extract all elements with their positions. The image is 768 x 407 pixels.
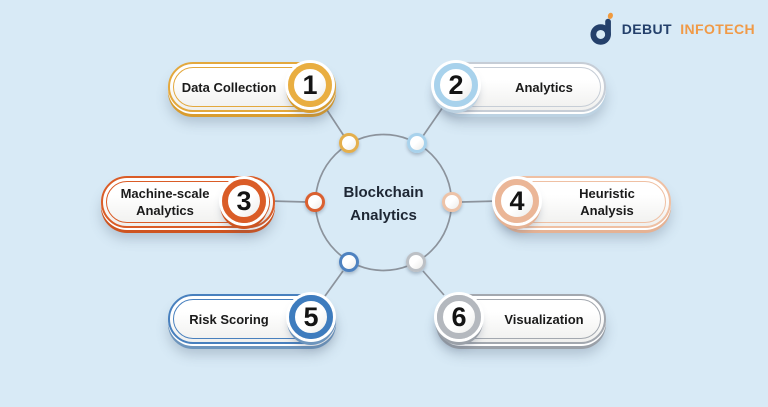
debut-infotech-logo: DEBUT INFOTECH — [590, 11, 755, 46]
connector-line-4 — [461, 200, 500, 203]
number-badge-1-value: 1 — [302, 69, 318, 100]
ring-node-3 — [305, 192, 325, 212]
number-badge-4: 4 — [495, 179, 539, 223]
step-label-1: Data Collection — [170, 64, 334, 110]
step-label-6-line1: Visualization — [504, 311, 584, 327]
number-badge-4-value: 4 — [509, 185, 525, 216]
hub-title-line1: Blockchain — [343, 184, 424, 201]
number-badge-3: 3 — [222, 179, 266, 223]
step-label-3-line2: Analytics — [136, 203, 194, 218]
number-badge-5-value: 5 — [303, 301, 319, 332]
connector-line-6 — [422, 270, 445, 296]
connector-line-3 — [269, 200, 308, 203]
step-label-3-line1: Machine-scale — [120, 186, 210, 201]
step-label-4-line2: Analysis — [580, 203, 634, 218]
number-badge-2: 2 — [434, 63, 478, 107]
step-label-2-line1: Analytics — [515, 79, 573, 95]
hub-title: Blockchain Analytics — [313, 181, 454, 227]
debut-infotech-wordmark: DEBUT INFOTECH — [622, 21, 755, 37]
logo-word-infotech: INFOTECH — [680, 20, 755, 37]
number-badge-6-value: 6 — [451, 301, 467, 332]
step-label-6: Visualization — [438, 296, 604, 342]
step-label-3: Machine-scale Analytics — [103, 178, 273, 226]
ring-node-2 — [407, 133, 427, 153]
connector-line-1 — [324, 106, 345, 137]
number-badge-1: 1 — [288, 63, 332, 107]
number-badge-2-value: 2 — [448, 69, 464, 100]
ring-node-6 — [406, 252, 426, 272]
step-label-5: Risk Scoring — [170, 296, 334, 342]
step-label-5-line1: Risk Scoring — [189, 311, 269, 327]
step-label-2: Analytics — [438, 64, 604, 110]
logo-word-debut: DEBUT — [621, 20, 672, 37]
number-badge-6: 6 — [437, 295, 481, 339]
ring-node-1 — [339, 133, 359, 153]
hub-title-line2: Analytics — [350, 207, 417, 224]
number-badge-5: 5 — [289, 295, 333, 339]
step-label-4: Heuristic Analysis — [499, 178, 669, 226]
ring-node-4 — [442, 192, 462, 212]
ring-node-5 — [339, 252, 359, 272]
number-badge-3-value: 3 — [236, 185, 252, 216]
debut-infotech-logo-icon — [590, 12, 613, 45]
step-label-4-line1: Heuristic — [579, 186, 635, 201]
connector-line-2 — [422, 106, 444, 137]
step-label-1-line1: Data Collection — [181, 79, 277, 95]
connector-line-5 — [324, 270, 344, 297]
